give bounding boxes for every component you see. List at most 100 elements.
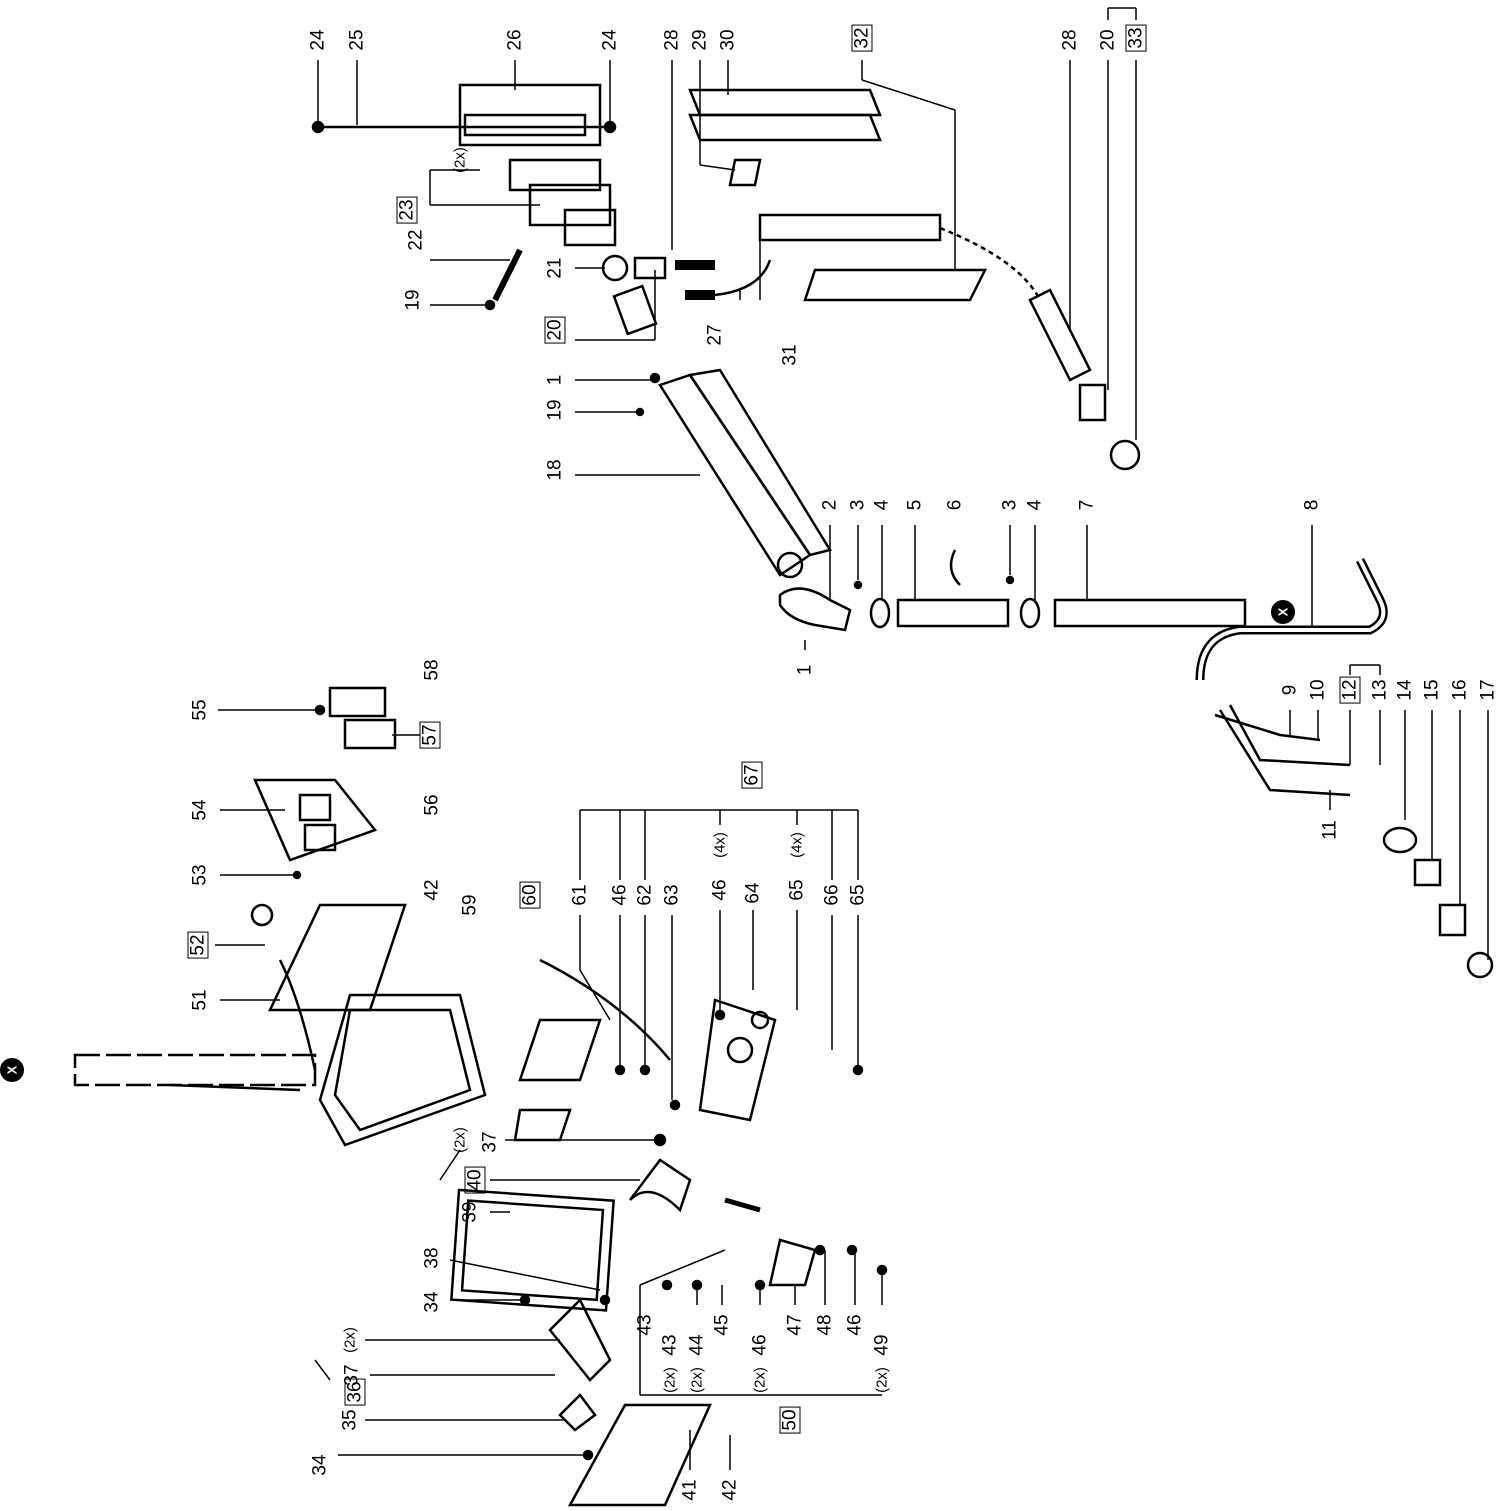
part-label: 3 — [999, 499, 1021, 511]
part-elbow-2 — [778, 587, 852, 632]
part-label: 11 — [1319, 820, 1341, 840]
part-label: 53 — [189, 864, 211, 886]
quantity-label: (2x) — [661, 1367, 679, 1393]
part-label: 38 — [421, 1247, 443, 1269]
part-label: 37 — [479, 1131, 501, 1153]
part-label: 41 — [679, 1479, 701, 1501]
part-bracket-64 — [698, 998, 777, 1122]
part-spring-22 — [492, 248, 523, 302]
part-hose-28-33 — [1028, 288, 1141, 471]
part-hinge-bar-26 — [320, 83, 610, 147]
part-label: 31 — [779, 344, 801, 366]
part-label-boxed: 12 — [1339, 676, 1361, 704]
part-label: 46 — [609, 884, 631, 906]
part-label: 18 — [544, 459, 566, 481]
part-label: 28 — [661, 29, 683, 51]
part-label: 34 — [309, 1454, 331, 1476]
part-label: 34 — [421, 1291, 443, 1313]
part-label: 2 — [819, 499, 841, 511]
part-clip-29 — [728, 158, 762, 187]
part-handle-40 — [629, 1158, 692, 1213]
part-label-boxed: 40 — [464, 1166, 486, 1194]
part-label: 27 — [704, 324, 726, 346]
part-label: 46 — [709, 879, 731, 901]
part-housing-59 — [318, 993, 487, 1147]
leader-lines — [215, 7, 1489, 1470]
part-plates-60 — [513, 958, 671, 1142]
part-label: 46 — [844, 1314, 866, 1336]
part-label: 55 — [189, 699, 211, 721]
part-frame-39 — [450, 1188, 615, 1312]
part-pipe-8 — [1195, 557, 1388, 681]
part-label: 28 — [1059, 29, 1081, 51]
part-label: 64 — [742, 882, 764, 904]
small-fasteners — [292, 120, 1015, 1461]
part-label: 10 — [1307, 679, 1329, 701]
part-label: 43 — [634, 1314, 656, 1336]
part-label: 8 — [1301, 499, 1323, 511]
part-rail-30-32 — [688, 88, 882, 142]
part-handle-36 — [548, 1297, 612, 1382]
part-label: 7 — [1076, 499, 1098, 511]
part-label: 56 — [421, 794, 443, 816]
part-label: 22 — [405, 229, 427, 251]
part-label: 58 — [421, 659, 443, 681]
part-label-boxed: 60 — [519, 881, 541, 909]
connector-x-markers — [0, 600, 1295, 1082]
part-label: 39 — [459, 1201, 481, 1223]
quantity-label: (2x) — [451, 1127, 469, 1153]
part-switch-57 — [328, 686, 397, 750]
part-label-boxed: 36 — [344, 1378, 366, 1406]
part-label: 9 — [1279, 684, 1301, 696]
part-label: 66 — [821, 884, 843, 906]
part-label-boxed: 50 — [779, 1406, 801, 1434]
part-label: 29 — [689, 29, 711, 51]
part-label: 65 — [786, 879, 808, 901]
part-label: 63 — [661, 884, 683, 906]
part-label-boxed: 23 — [396, 196, 418, 224]
part-label: 24 — [599, 29, 621, 51]
part-label: 59 — [459, 894, 481, 916]
part-hose-column — [73, 959, 317, 1092]
quantity-label: (4x) — [788, 832, 806, 858]
part-label: 4 — [1024, 499, 1046, 511]
part-switch-box-54 — [253, 778, 378, 862]
part-label: 45 — [711, 1314, 733, 1336]
part-label: 61 — [569, 884, 591, 906]
quantity-label: (2x) — [873, 1367, 891, 1393]
part-tube-31 — [758, 213, 1042, 302]
part-label: 21 — [544, 257, 566, 279]
part-label: 26 — [504, 29, 526, 51]
connector-x-left: X — [4, 1065, 20, 1075]
part-arm-18 — [658, 368, 832, 579]
part-label: 51 — [189, 989, 211, 1011]
part-label: 35 — [339, 1409, 361, 1431]
part-label-boxed: 52 — [187, 931, 209, 959]
part-label: 1 — [544, 374, 566, 386]
part-label: 48 — [814, 1314, 836, 1336]
part-label: 14 — [1394, 679, 1416, 701]
part-label: 6 — [944, 499, 966, 511]
part-label: 5 — [904, 499, 926, 511]
part-label-boxed: 67 — [741, 761, 763, 789]
part-label: 25 — [346, 29, 368, 51]
part-label: 47 — [784, 1314, 806, 1336]
part-label: 20 — [1097, 29, 1119, 51]
connector-x-right: X — [1275, 607, 1291, 617]
part-label: 19 — [402, 289, 424, 311]
part-fittings-14-17 — [1382, 826, 1494, 979]
part-hoses-9-11 — [1214, 704, 1351, 797]
part-label-boxed: 33 — [1125, 24, 1147, 52]
part-tubes-5-7 — [869, 549, 1247, 629]
part-label-boxed: 57 — [419, 721, 441, 749]
part-label: 54 — [189, 799, 211, 821]
quantity-label: (2x) — [451, 147, 469, 173]
part-springs-27-28 — [675, 259, 772, 300]
part-label: 16 — [1449, 679, 1471, 701]
part-label: 65 — [847, 884, 869, 906]
part-label: 44 — [686, 1334, 708, 1356]
quantity-label: (2x) — [751, 1367, 769, 1393]
part-fitting-21 — [601, 254, 667, 336]
